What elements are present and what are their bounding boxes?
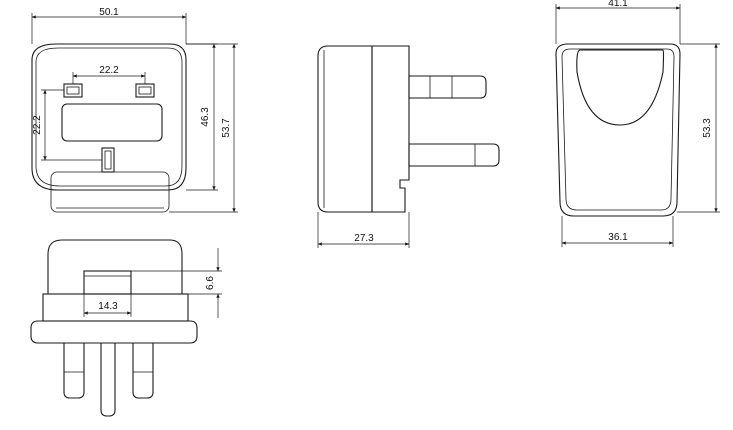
side-depth-dimension: 27.3	[354, 233, 374, 244]
bottom-view-slot	[83, 270, 132, 295]
back-top-width-dimension: 41.1	[608, 0, 628, 9]
front-pin-spacing-dimension: 22.2	[99, 65, 119, 76]
back-height-dimension: 53.3	[702, 118, 713, 138]
back-view: 41.1 53.3 36.1	[555, 0, 720, 247]
bottom-view: 14.3 6.6	[30, 239, 222, 417]
side-view-lower-pin	[408, 143, 500, 167]
side-view: 27.3	[317, 45, 500, 248]
bottom-view-left-pin	[63, 343, 85, 399]
bottom-view-right-pin	[132, 343, 154, 399]
front-body-height-dimension: 46.3	[200, 107, 211, 127]
bottom-view-center-pin	[100, 343, 116, 417]
front-overall-height-dimension: 53.7	[221, 118, 232, 138]
bottom-view-band	[42, 293, 189, 322]
front-recess	[61, 103, 163, 142]
front-vertical-dimension: 22.2	[32, 115, 43, 135]
side-view-upper-pin	[408, 75, 487, 99]
side-view-flange	[371, 45, 410, 213]
front-view-inner-outline	[35, 47, 183, 187]
bottom-slot-height-dimension: 6.6	[205, 276, 216, 290]
front-view-skirt	[50, 171, 170, 213]
back-view-outline	[555, 43, 681, 217]
side-view-body	[317, 45, 373, 213]
back-bottom-width-dimension: 36.1	[608, 232, 628, 243]
front-width-dimension: 50.1	[99, 7, 119, 18]
bottom-view-flange	[30, 320, 198, 344]
back-view-inner-outline	[561, 48, 675, 211]
bottom-view-body	[47, 239, 183, 295]
back-view-recess	[576, 49, 665, 126]
front-earth-pin	[101, 147, 115, 173]
bottom-slot-width-dimension: 14.3	[98, 301, 118, 312]
front-view-outline	[31, 43, 187, 191]
front-view: 50.1 22.2 22.2 46.3 53.7	[31, 7, 238, 213]
